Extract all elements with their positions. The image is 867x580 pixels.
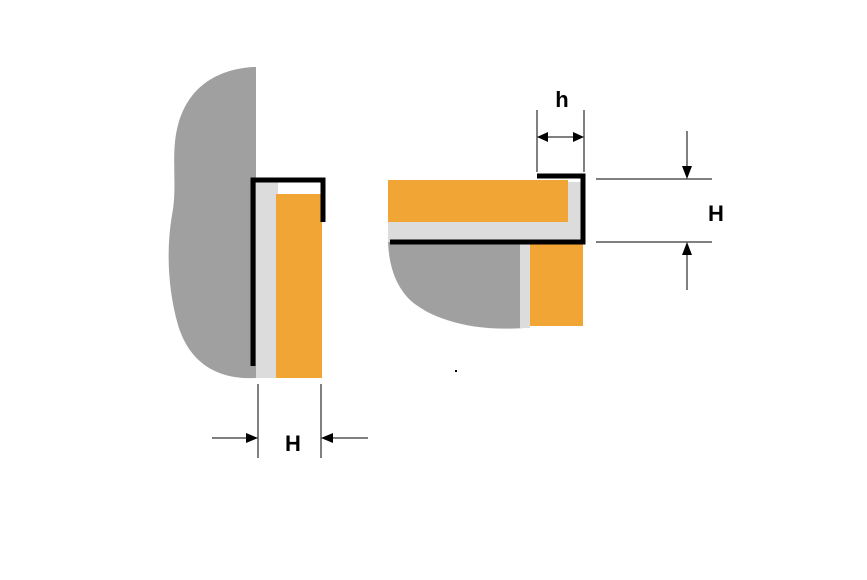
left-arrowhead-1 — [246, 433, 258, 443]
right-horizontal-adhesive — [388, 222, 581, 242]
right-horizontal-tile — [388, 180, 568, 222]
h-arrowhead-right — [573, 132, 584, 142]
H-arrowhead-top — [682, 166, 692, 179]
left-wall-substrate — [168, 67, 256, 379]
right-height-label: H — [708, 201, 724, 226]
right-substrate — [388, 242, 524, 329]
right-side-dimension: H — [596, 131, 724, 290]
H-arrowhead-bottom — [682, 242, 692, 255]
left-tile — [276, 194, 322, 378]
left-wall-section — [168, 67, 326, 379]
h-arrowhead-left — [537, 132, 548, 142]
right-top-dimension: h — [536, 87, 585, 172]
right-trim-profile — [390, 173, 586, 245]
left-width-label: H — [285, 431, 301, 456]
right-small-width-label: h — [555, 87, 568, 112]
left-dimension: H — [212, 384, 368, 458]
right-vertical-adhesive — [520, 242, 530, 328]
right-edge-section — [388, 173, 586, 329]
left-trim-profile — [250, 177, 326, 366]
left-adhesive-layer — [256, 182, 278, 378]
stray-dot — [455, 370, 457, 372]
right-end-adhesive — [568, 182, 581, 224]
right-vertical-tile — [530, 242, 583, 326]
left-arrowhead-2 — [321, 433, 333, 443]
